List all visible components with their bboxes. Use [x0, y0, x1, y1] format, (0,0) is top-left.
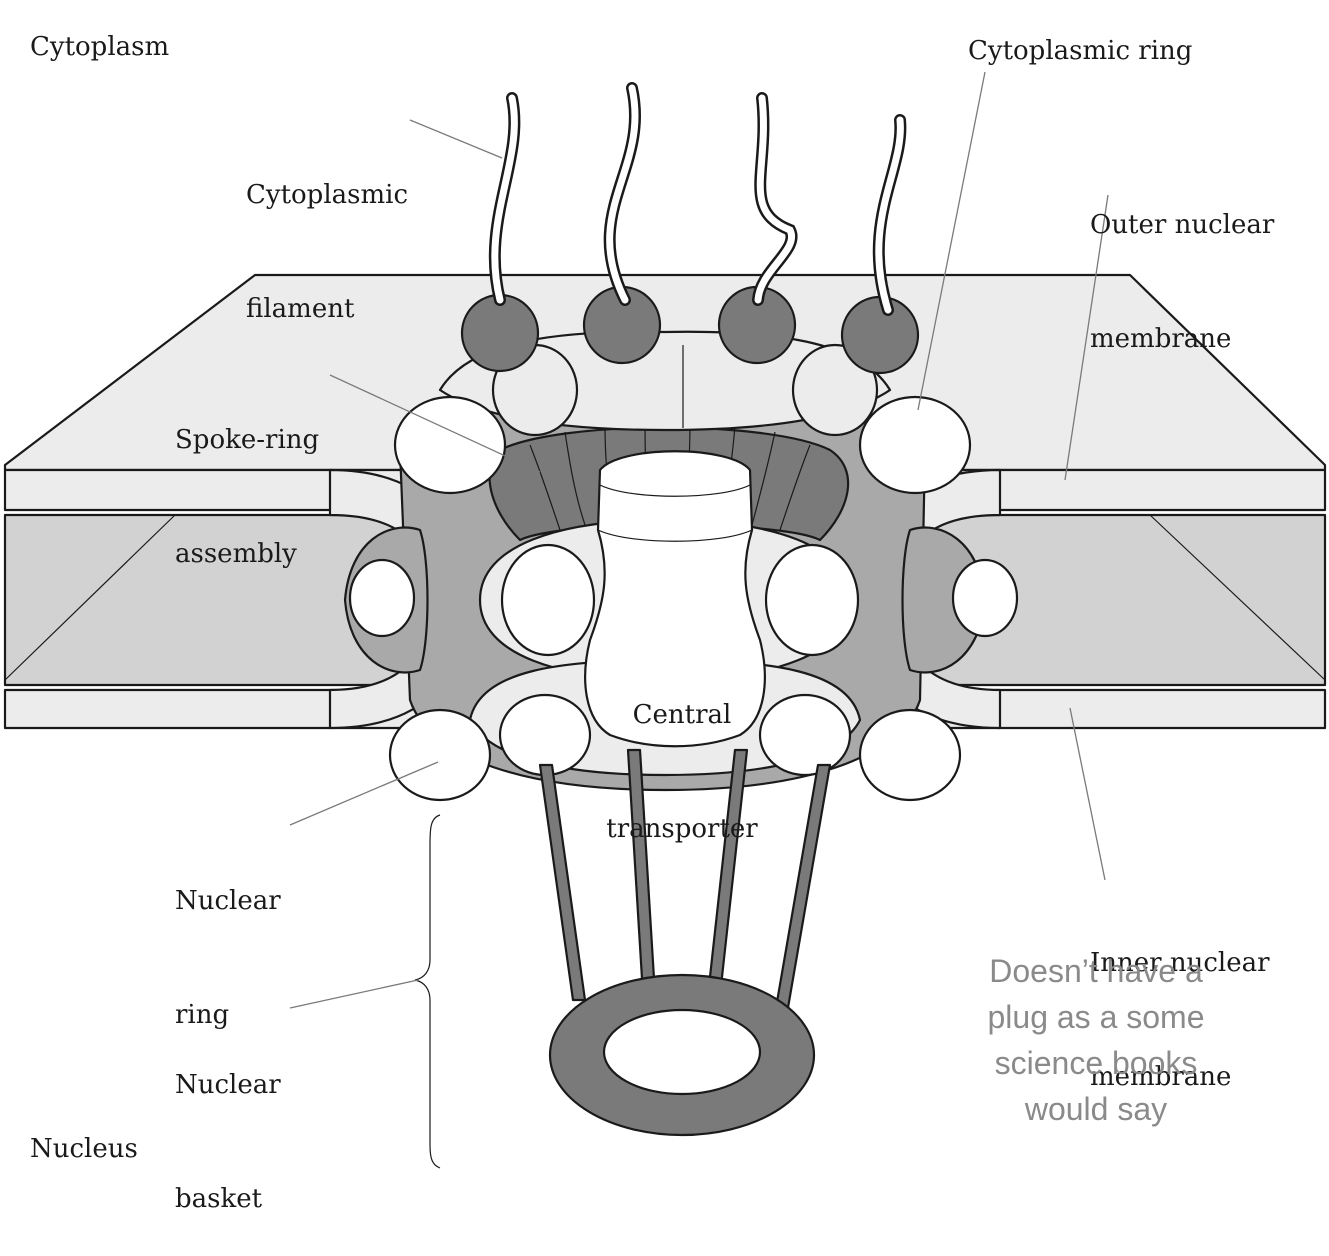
label-cytoplasmic-ring: Cytoplasmic ring — [968, 36, 1193, 66]
ring-lobe-l1 — [393, 395, 507, 495]
spoke-left — [500, 543, 596, 657]
ring-lobe-r1 — [858, 395, 972, 495]
right-perinuclear-lens — [901, 526, 987, 674]
diagram-drawing: .o { stroke: #1a1a1a; stroke-width: 2.2;… — [3, 71, 1327, 1169]
nuclear-ring-lobe-l — [388, 708, 492, 802]
spoke-right — [764, 543, 860, 657]
nuclear-ring-lobe-r — [858, 708, 962, 802]
nuclear-ring-lobe-r2 — [758, 693, 852, 777]
annotation-note: Doesn’t have a plug as a some science bo… — [987, 953, 1205, 1127]
left-lumen-ring — [348, 558, 416, 638]
leader-lines — [289, 71, 1109, 1009]
nuclear-ring-lobe-l2 — [498, 693, 592, 777]
filament-bead-4 — [840, 295, 920, 375]
label-outer-nuclear-membrane: Outer nuclear membrane — [1090, 210, 1275, 354]
nuclear-pore-diagram: .o { stroke: #1a1a1a; stroke-width: 2.2;… — [3, 32, 1327, 1214]
ring-lobe-r2 — [791, 343, 879, 437]
cytoplasmic-filaments — [488, 82, 907, 316]
label-central-transporter: Central transporter — [606, 700, 758, 844]
label-cytoplasmic-filament: Cytoplasmic filament — [246, 180, 409, 324]
label-nuclear-ring: Nuclear ring — [175, 886, 281, 1030]
label-nuclear-basket: Nuclear basket — [175, 1070, 281, 1214]
label-inner-nuclear-membrane: Inner nuclear membrane — [1090, 948, 1270, 1092]
nuclear-basket-brace — [414, 814, 441, 1169]
basket-ring-hole — [602, 1008, 762, 1096]
label-cytoplasm: Cytoplasm — [30, 32, 170, 62]
label-spoke-ring-assembly: Spoke-ring assembly — [175, 425, 320, 569]
nuclear-basket-rods — [538, 748, 832, 1027]
filament-bead-1 — [460, 293, 540, 373]
central-transporter — [584, 450, 766, 748]
right-lumen-ring — [951, 558, 1019, 638]
label-nucleus: Nucleus — [30, 1134, 138, 1164]
